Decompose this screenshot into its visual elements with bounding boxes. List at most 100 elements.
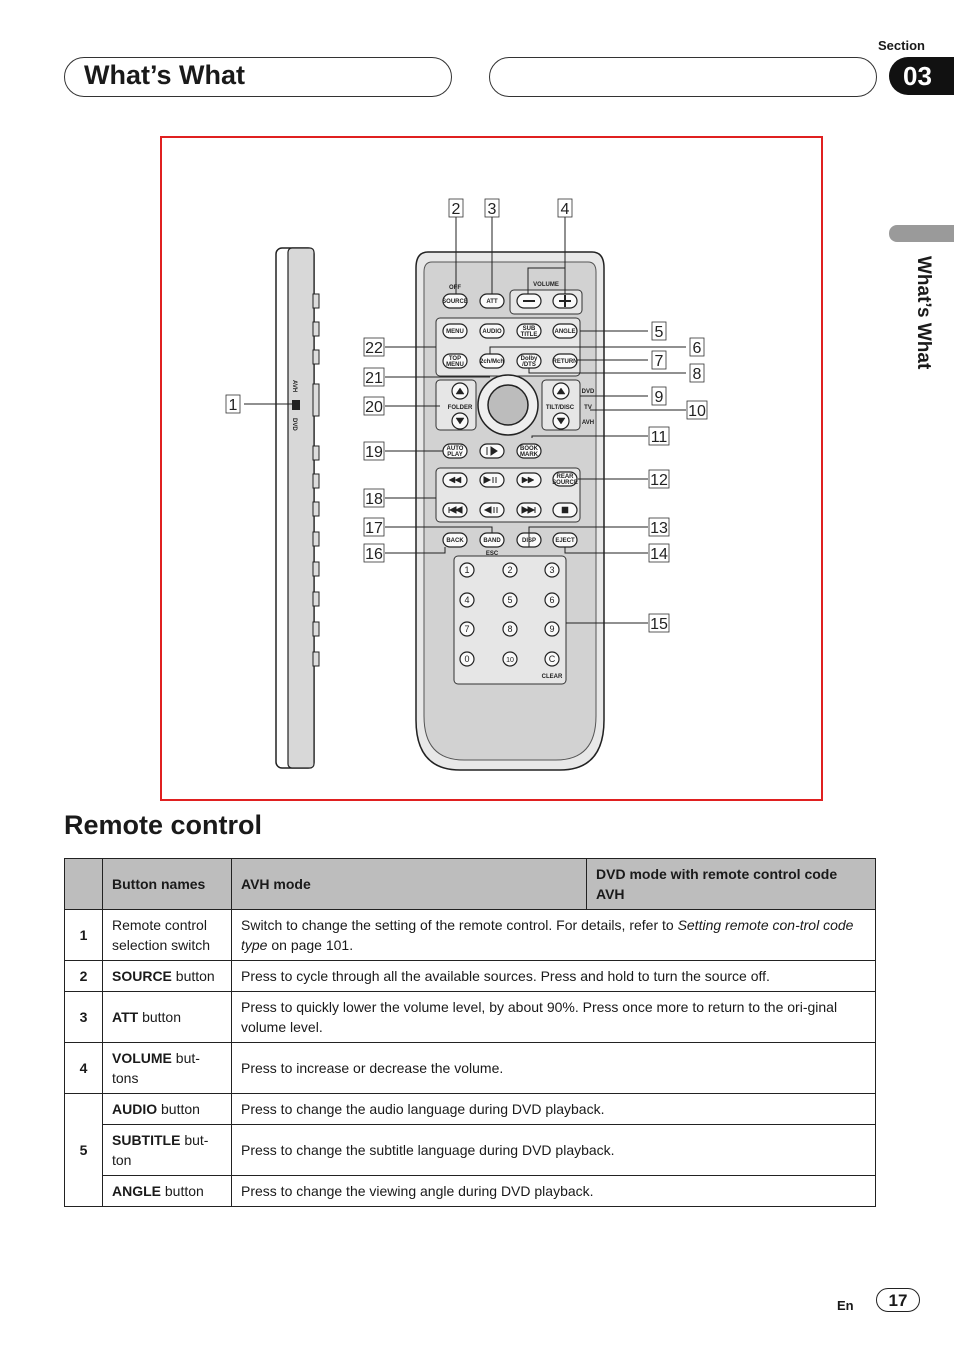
row-number: 4 [64,1042,103,1094]
section-label: Section [878,38,925,53]
button-description: Press to change the subtitle language du… [231,1124,876,1176]
keypad-button [544,592,560,608]
keypad-button-label: 5 [507,595,512,605]
row-number: 3 [64,991,103,1043]
button-name-suffix: button [157,1101,200,1117]
callout-box [363,517,385,537]
keypad-button-label: 3 [549,565,554,575]
callout-box [557,198,573,218]
button-name-suffix: button [171,968,215,984]
keypad-button [502,621,518,637]
callout-number: 4 [561,201,570,218]
btn-dolby-label-2: /DTS [522,362,536,368]
btn-top-menu-label-1: TOP [449,356,461,362]
row-number: 1 [64,909,103,961]
button-name-bold: AUDIO [112,1101,158,1117]
callout-box [648,517,670,537]
callout-number: 21 [365,370,383,387]
btn-bookmark-label-2: MARK [520,452,539,458]
keypad-button [544,621,560,637]
table-row: 3 ATT button Press to quickly lower the … [64,991,876,1043]
callout-number: 6 [693,340,702,357]
table-row: 5 AUDIO button Press to change the audio… [64,1093,876,1207]
callout-number: 8 [693,366,702,383]
keypad-button [502,592,518,608]
callout-number: 17 [365,520,383,537]
button-name-bold: ATT [112,1009,139,1025]
callout-box [648,426,670,446]
keypad-button-label: 6 [549,595,554,605]
dvd-mode-label: DVD [582,389,595,395]
callout-box [689,363,705,383]
callout-box [651,350,667,370]
callout-number: 11 [651,429,668,446]
page-number: 17 [876,1288,920,1312]
table-row: 4 VOLUME but-tons Press to increase or d… [64,1042,876,1094]
folder-label: FOLDER [448,405,473,411]
keypad-button [459,651,475,667]
callout-box [648,469,670,489]
callout-number: 7 [655,353,664,370]
btn-auto-play-label-1: AUTO [447,446,464,452]
callout-box [648,613,670,633]
button-name-suffix: but-tons [112,1050,200,1086]
remote-control-illustration: AVH DVD [225,198,708,771]
callout-box [363,396,385,416]
description-reference: Setting remote con-trol code type [241,917,854,953]
btn-subtitle-label-2: TITLE [521,332,538,338]
callout-number: 13 [650,520,668,537]
button-description: Switch to change the setting of the remo… [231,909,876,961]
table-header-avh-mode: AVH mode [231,858,587,910]
btn-top-menu-label-2: MENU [446,362,464,368]
table-header-button-names: Button names [102,858,232,910]
button-description: Press to quickly lower the volume level,… [231,991,876,1043]
header-title-pill [64,57,452,97]
esc-label: ESC [486,551,499,557]
keypad-button [459,592,475,608]
btn-dolby-label-1: Dolby [521,356,538,362]
keypad-button [502,651,518,667]
callout-number: 9 [655,389,664,406]
table-row: 1 Remote control selection switch Switch… [64,909,876,961]
callout-number: 14 [650,546,668,563]
keypad-button [544,562,560,578]
keypad-button [502,562,518,578]
keypad-button-label: 1 [464,565,469,575]
button-name: ATT button [102,991,232,1043]
callout-number: 20 [365,399,383,416]
keypad-button-label: 10 [506,657,514,664]
keypad-button [544,651,560,667]
keypad-button-label: 7 [464,624,469,634]
btn-rear-source-label-2: SOURCE [552,480,578,486]
button-description: Press to cycle through all the available… [231,960,876,992]
tv-mode-label: TV [584,405,592,411]
keypad-button [459,621,475,637]
remote-figure-frame [160,136,823,801]
keypad-button-label: C [549,654,556,664]
tilt-disc-label: TILT/DISC [546,405,575,411]
callout-box [363,488,385,508]
side-tab-marker [889,225,954,242]
table-header-row: Button names AVH mode DVD mode with remo… [64,858,876,910]
keypad-button-label: 4 [464,595,469,605]
callout-box [484,198,500,218]
remote-front-view: SOURCE ATT VOLUME OFF MENU TOP MENU AUDI… [415,251,605,771]
callout-box [363,543,385,563]
button-name-bold: SOURCE [112,968,172,984]
button-name-bold: VOLUME [112,1050,172,1066]
button-name-suffix: but-ton [112,1132,209,1168]
callout-number: 22 [365,340,383,357]
button-name: VOLUME but-tons [102,1042,232,1094]
btn-rear-source-label-1: REAR [556,474,574,480]
button-name-suffix: button [161,1183,204,1199]
callout-number: 2 [452,201,461,218]
section-title: Remote control [64,810,263,840]
row-number: 2 [64,960,103,992]
callout-number: 16 [365,546,383,563]
footer-language: En [837,1298,854,1313]
volume-label: VOLUME [533,282,559,288]
callout-number: 3 [488,201,497,218]
btn-2ch-label: 2ch/Mch [480,359,504,365]
